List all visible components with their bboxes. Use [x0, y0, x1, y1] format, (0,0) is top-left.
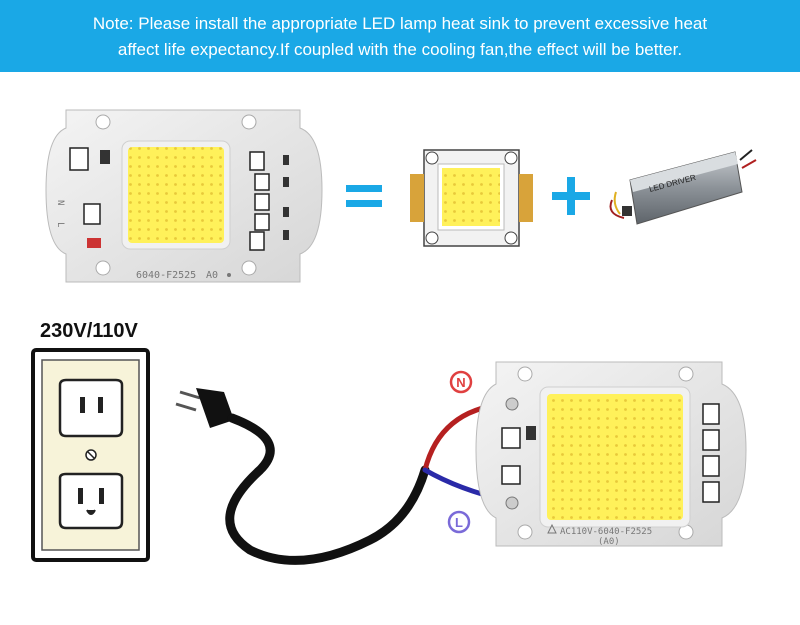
top-chip-model: 6040-F2525 — [136, 270, 196, 281]
n-marker: N — [449, 370, 473, 394]
top-chip-pin-n: N — [55, 200, 65, 205]
lower-socket — [58, 472, 124, 530]
top-led-array — [128, 147, 224, 243]
note-line-2: affect life expectancy.If coupled with t… — [117, 40, 683, 59]
l-marker-text: L — [455, 515, 463, 530]
bottom-cob-chip: AC110V-6040-F2525 (A0) — [475, 361, 747, 547]
plus-sign — [552, 177, 590, 215]
led-driver: LED DRIVER — [609, 149, 757, 225]
note-line-1: Note: Please install the appropriate LED… — [92, 14, 708, 33]
upper-socket — [58, 378, 124, 438]
bottom-chip-model: AC110V-6040-F2525 — [560, 527, 652, 537]
l-marker: L — [447, 510, 471, 534]
wall-outlet — [31, 348, 150, 562]
bottom-led-array — [547, 394, 683, 520]
note-banner: Note: Please install the appropriate LED… — [0, 0, 800, 72]
power-plug — [175, 388, 234, 428]
equals-sign — [346, 185, 382, 207]
plain-cob-led — [410, 149, 533, 247]
bottom-chip-rev: (A0) — [598, 537, 620, 547]
power-cable — [225, 413, 430, 565]
top-cob-chip: N L 6040-F2525 A0 — [45, 109, 323, 283]
n-marker-text: N — [456, 375, 465, 390]
top-chip-pin-l: L — [55, 222, 65, 227]
top-chip-rev: A0 — [206, 270, 218, 281]
voltage-label: 230V/110V — [40, 320, 139, 342]
